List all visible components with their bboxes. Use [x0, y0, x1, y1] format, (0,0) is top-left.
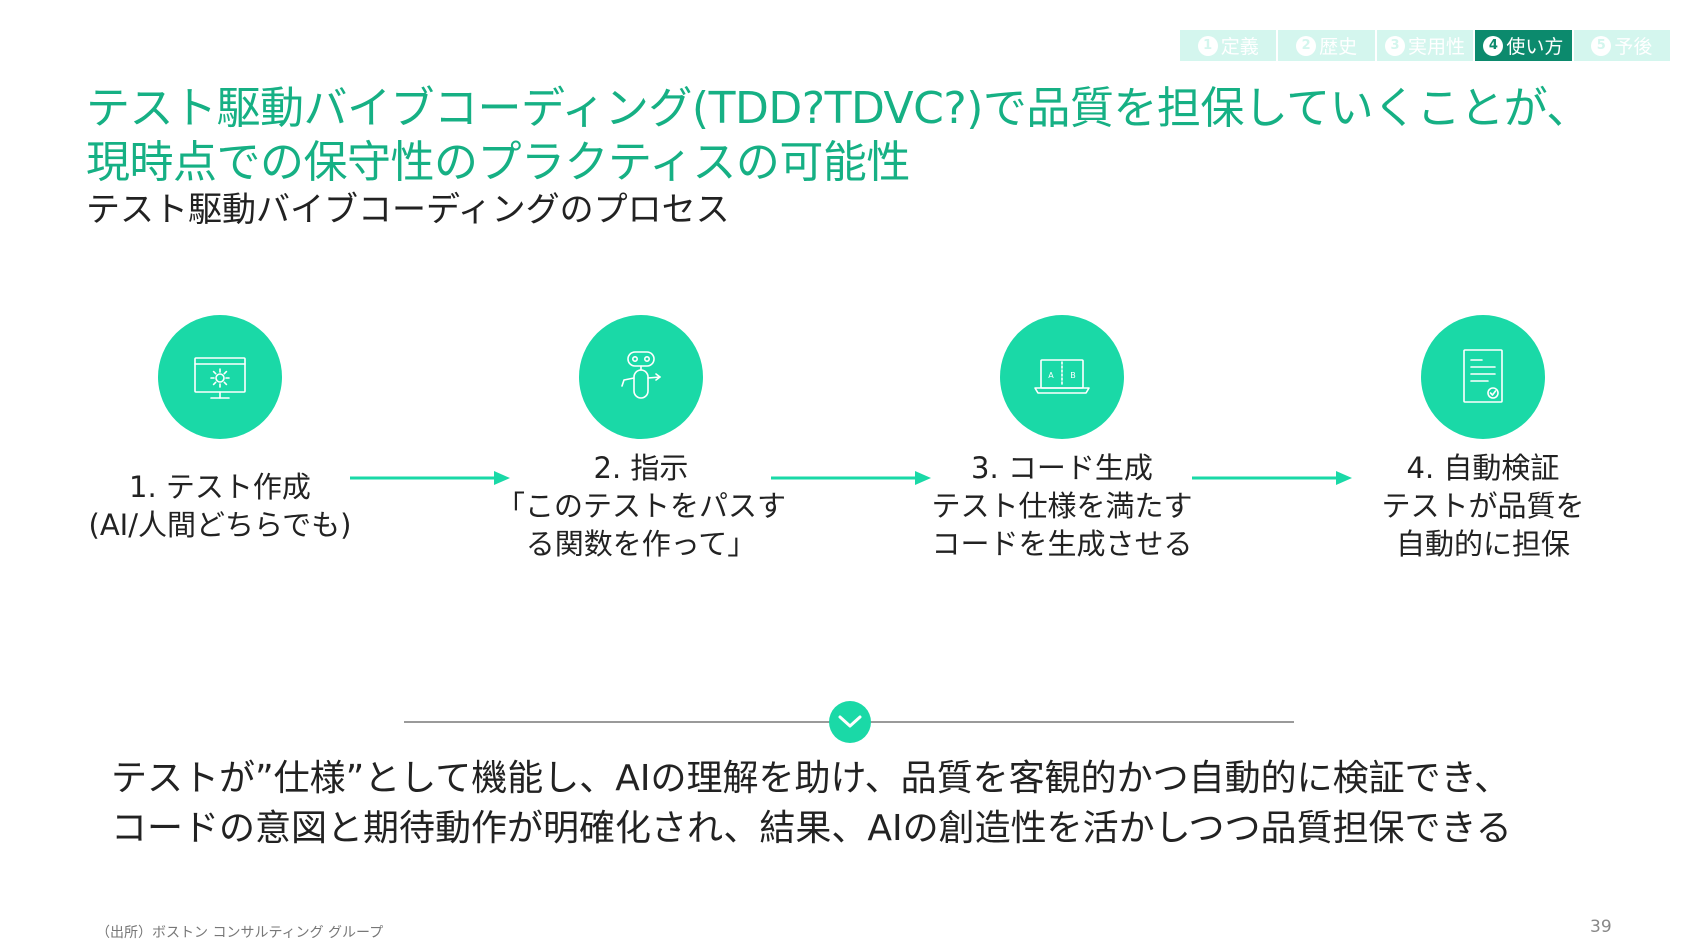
nav-tab-number: 5 [1591, 35, 1612, 56]
monitor-gear-icon [158, 315, 282, 439]
nav-tab-label: 歴史 [1319, 36, 1358, 58]
step-4-desc-line-2: 自動的に担保 [1395, 527, 1570, 561]
nav-tab-label: 使い方 [1506, 36, 1564, 58]
nav-tab-number: 2 [1296, 35, 1317, 56]
page-title: テスト駆動バイブコーディング(TDD?TDVC?)で品質を担保していくことが、 … [86, 82, 1590, 190]
page-title-line-1: テスト駆動バイブコーディング(TDD?TDVC?)で品質を担保していくことが、 [86, 83, 1590, 134]
svg-text:B: B [1070, 371, 1076, 380]
nav-tab-2[interactable]: 2 歴史 [1278, 30, 1377, 61]
robot-icon [579, 315, 703, 439]
nav-tab-label: 予後 [1614, 36, 1653, 58]
chevron-down-icon [829, 701, 871, 743]
svg-text:A: A [1048, 371, 1054, 380]
document-check-icon [1421, 315, 1545, 439]
conclusion-text: テストが”仕様”として機能し、AIの理解を助け、品質を客観的かつ自動的に検証でき… [111, 754, 1591, 854]
nav-tab-5[interactable]: 5 予後 [1574, 30, 1670, 61]
step-3-desc-line-1: テスト仕様を満たす [931, 489, 1193, 523]
step-4-title: 4. 自動検証 [1406, 451, 1560, 485]
source-note: （出所）ボストン コンサルティング グループ [96, 925, 384, 941]
step-2-desc-line-2: る関数を作って」 [525, 527, 757, 561]
nav-tab-label: 実用性 [1408, 36, 1466, 58]
arrow-3-to-4 [1192, 470, 1352, 486]
nav-tab-1[interactable]: 1 定義 [1180, 30, 1279, 61]
step-4-desc-line-1: テストが品質を [1381, 489, 1585, 523]
step-2-text: 2. 指示 「このテストをパスす る関数を作って」 [496, 449, 786, 563]
nav-tab-4-active[interactable]: 4 使い方 [1475, 30, 1574, 61]
nav-tab-label: 定義 [1220, 36, 1259, 58]
page-subtitle: テスト駆動バイブコーディングのプロセス [86, 190, 730, 230]
step-3-desc-line-2: コードを生成させる [931, 527, 1193, 561]
step-1-title: 1. テスト作成 [129, 470, 311, 504]
step-2-title: 2. 指示 [593, 451, 689, 485]
nav-tab-number: 3 [1385, 35, 1405, 56]
arrow-2-to-3 [771, 470, 931, 486]
step-2-desc-line-1: 「このテストをパスす [496, 489, 787, 523]
step-1-desc: (AI/人間どちらでも) [88, 508, 352, 542]
step-4-text: 4. 自動検証 テストが品質を 自動的に担保 [1338, 449, 1628, 563]
nav-tab-3[interactable]: 3 実用性 [1377, 30, 1476, 61]
page-title-line-2: 現時点での保守性のプラクティスの可能性 [86, 137, 910, 188]
step-3-title: 3. コード生成 [971, 451, 1153, 485]
conclusion-line-2: コードの意図と期待動作が明確化され、結果、AIの創造性を活かしつつ品質担保できる [111, 808, 1512, 849]
laptop-ab-icon: A B [1000, 315, 1124, 439]
nav-tab-number: 1 [1197, 35, 1218, 56]
conclusion-line-1: テストが”仕様”として機能し、AIの理解を助け、品質を客観的かつ自動的に検証でき… [111, 758, 1511, 799]
page-number: 39 [1590, 917, 1612, 937]
nav-tab-number: 4 [1483, 35, 1504, 56]
arrow-1-to-2 [350, 470, 510, 486]
step-1-text: 1. テスト作成 (AI/人間どちらでも) [75, 468, 365, 544]
section-nav: 1 定義 2 歴史 3 実用性 4 使い方 5 予後 [1180, 30, 1670, 61]
step-3-text: 3. コード生成 テスト仕様を満たす コードを生成させる [917, 449, 1207, 563]
